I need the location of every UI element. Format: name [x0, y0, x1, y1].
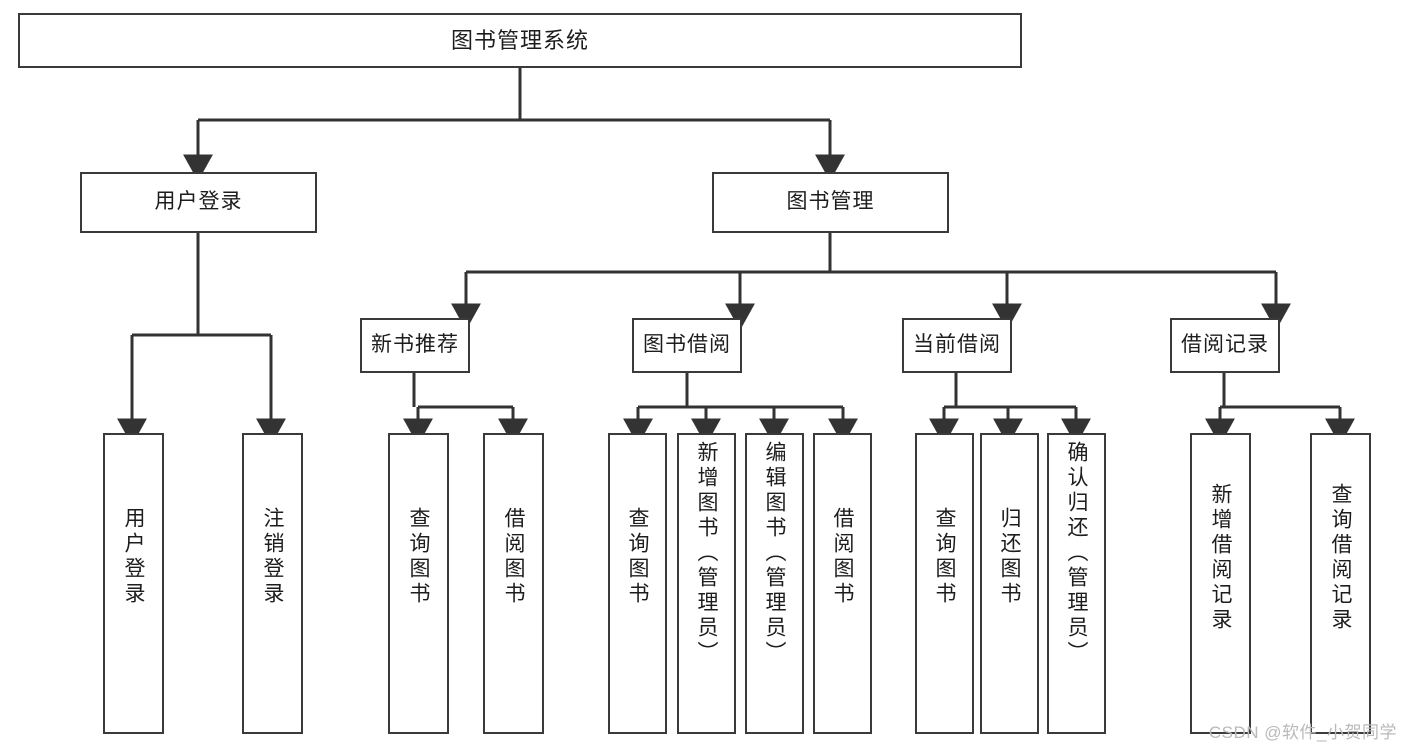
leaf-new-book-query[interactable]: 查询图书 — [388, 433, 449, 734]
node-book-borrow[interactable]: 图书借阅 — [632, 318, 742, 373]
leaf-user-login-logout[interactable]: 注销登录 — [242, 433, 303, 734]
node-label: 编辑图书（管理员） — [763, 441, 786, 666]
node-label: 用户登录 — [154, 190, 243, 214]
node-label: 借阅图书 — [831, 507, 854, 607]
node-label: 当前借阅 — [913, 333, 1001, 357]
leaf-current-confirm-return-admin[interactable]: 确认归还（管理员） — [1047, 433, 1106, 734]
node-root-system[interactable]: 图书管理系统 — [18, 13, 1022, 68]
node-label: 新增图书（管理员） — [695, 441, 718, 666]
leaf-current-return-book[interactable]: 归还图书 — [980, 433, 1039, 734]
node-label: 查询图书 — [626, 507, 649, 607]
node-label: 归还图书 — [998, 507, 1021, 607]
node-label: 查询借阅记录 — [1329, 483, 1352, 633]
leaf-record-add-record[interactable]: 新增借阅记录 — [1190, 433, 1251, 734]
node-label: 新增借阅记录 — [1209, 483, 1232, 633]
leaf-record-query-record[interactable]: 查询借阅记录 — [1310, 433, 1371, 734]
node-label: 新书推荐 — [371, 333, 459, 357]
node-label: 确认归还（管理员） — [1065, 441, 1088, 666]
node-label: 图书借阅 — [643, 333, 731, 357]
node-label: 注销登录 — [261, 507, 284, 607]
node-label: 图书管理 — [786, 190, 875, 214]
leaf-borrow-add-book-admin[interactable]: 新增图书（管理员） — [677, 433, 736, 734]
node-label: 图书管理系统 — [450, 27, 589, 53]
leaf-user-login-login[interactable]: 用户登录 — [103, 433, 164, 734]
leaf-borrow-borrow-book[interactable]: 借阅图书 — [813, 433, 872, 734]
node-label: 查询图书 — [933, 507, 956, 607]
leaf-current-query-book[interactable]: 查询图书 — [915, 433, 974, 734]
leaf-new-book-borrow[interactable]: 借阅图书 — [483, 433, 544, 734]
node-label: 借阅图书 — [502, 507, 525, 607]
node-book-management[interactable]: 图书管理 — [712, 172, 949, 233]
node-label: 借阅记录 — [1181, 333, 1269, 357]
node-label: 用户登录 — [122, 507, 145, 607]
node-current-borrow[interactable]: 当前借阅 — [902, 318, 1012, 373]
csdn-watermark: CSDN @软件_小贺同学 — [1208, 723, 1397, 742]
leaf-borrow-edit-book-admin[interactable]: 编辑图书（管理员） — [745, 433, 804, 734]
node-user-login[interactable]: 用户登录 — [80, 172, 317, 233]
node-new-book-recommend[interactable]: 新书推荐 — [360, 318, 470, 373]
node-borrow-record[interactable]: 借阅记录 — [1170, 318, 1280, 373]
leaf-borrow-query-book[interactable]: 查询图书 — [608, 433, 667, 734]
node-label: 查询图书 — [407, 507, 430, 607]
